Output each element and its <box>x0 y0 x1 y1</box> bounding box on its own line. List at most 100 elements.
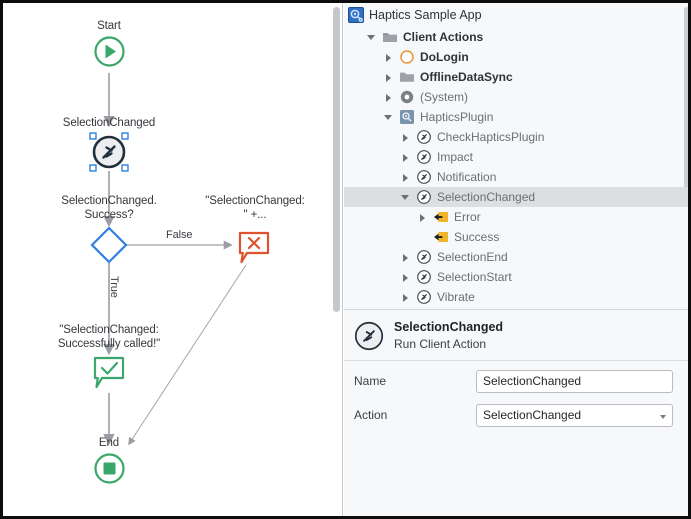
decision-diamond-icon[interactable] <box>89 225 129 265</box>
tree-item-icon <box>433 229 449 245</box>
chevron-right-icon[interactable] <box>399 131 411 143</box>
twisty-spacer <box>416 231 428 243</box>
tree-item-label: SelectionEnd <box>437 250 508 264</box>
chevron-right-icon[interactable] <box>399 151 411 163</box>
tree-item-label: Vibrate <box>437 290 475 304</box>
client-action-icon <box>417 130 431 144</box>
tree-item-impact[interactable]: Impact <box>344 147 688 167</box>
tree-item-label: Client Actions <box>403 30 484 44</box>
tree-item-offlinedatasync[interactable]: OfflineDataSync <box>344 67 688 87</box>
tree-item-system[interactable]: (System) <box>344 87 688 107</box>
client-action-icon <box>417 170 431 184</box>
tree-item-label: Error <box>454 210 481 224</box>
output-arrow-icon <box>434 232 448 242</box>
tree-item-icon <box>416 269 432 285</box>
tree-item-vibrate[interactable]: Vibrate <box>344 287 688 307</box>
client-action-icon <box>417 150 431 164</box>
chevron-down-icon[interactable] <box>365 31 377 43</box>
client-action-icon <box>354 321 384 350</box>
action-label: Action <box>354 408 388 422</box>
tree-item-icon <box>399 69 415 85</box>
tree-item-icon <box>433 209 449 225</box>
tree-item-label: CheckHapticsPlugin <box>437 130 545 144</box>
tree-item-icon <box>399 49 415 65</box>
properties-panel: SelectionChanged Run Client Action Name … <box>344 310 688 516</box>
tree-item-selectionend[interactable]: SelectionEnd <box>344 247 688 267</box>
client-action-icon <box>417 190 431 204</box>
chevron-right-icon[interactable] <box>416 211 428 223</box>
client-action-icon <box>417 250 431 264</box>
tree-item-checkhapticsplugin[interactable]: CheckHapticsPlugin <box>344 127 688 147</box>
tree-item-label: Haptics Sample App <box>369 8 482 22</box>
properties-title: SelectionChanged <box>394 320 504 334</box>
tree-item-icon <box>399 89 415 105</box>
tree-item-hapticsplugin[interactable]: HapticsPlugin <box>344 107 688 127</box>
tree-item-icon <box>416 129 432 145</box>
plugin-icon <box>400 110 414 124</box>
tree-item-label: SelectionStart <box>437 270 512 284</box>
selection-handles[interactable] <box>89 132 129 172</box>
tree-item-icon <box>416 289 432 305</box>
tree-item-icon <box>348 7 364 23</box>
tree-item-icon <box>416 249 432 265</box>
node-label-decision: SelectionChanged. Success? <box>61 195 157 221</box>
chevron-right-icon[interactable] <box>399 171 411 183</box>
chevron-right-icon[interactable] <box>399 251 411 263</box>
tree-item-label: SelectionChanged <box>437 190 536 204</box>
form-row-action: Action SelectionChanged <box>344 401 688 429</box>
tree-item-label: DoLogin <box>420 50 469 64</box>
chevron-right-icon[interactable] <box>399 291 411 303</box>
client-action-icon <box>417 290 431 304</box>
tree-item-icon <box>416 149 432 165</box>
start-play-icon[interactable] <box>93 35 126 68</box>
chevron-right-icon[interactable] <box>382 71 394 83</box>
chevron-right-icon[interactable] <box>399 271 411 283</box>
chevron-down-icon <box>660 414 666 419</box>
chevron-right-icon[interactable] <box>382 91 394 103</box>
tree-item-dologin[interactable]: DoLogin <box>344 47 688 67</box>
tree-item-label: Impact <box>437 150 474 164</box>
edge-label-false: False <box>166 229 193 241</box>
app-module-icon <box>348 7 364 23</box>
tree-item-label: Success <box>454 230 500 244</box>
tree-item-label: Notification <box>437 170 497 184</box>
tree-item-icon <box>382 29 398 45</box>
action-select[interactable]: SelectionChanged <box>476 403 673 427</box>
node-label-start: Start <box>97 20 121 32</box>
flow-connectors <box>103 73 247 446</box>
output-arrow-icon <box>434 212 448 222</box>
system-circle-icon <box>400 90 414 104</box>
tree-item-selectionstart[interactable]: SelectionStart <box>344 267 688 287</box>
tree-item-client-actions[interactable]: Client Actions <box>344 27 688 47</box>
chevron-down-icon[interactable] <box>382 111 394 123</box>
folder-open-icon <box>383 33 397 42</box>
properties-subtitle: Run Client Action <box>394 337 487 351</box>
tree-item-label: HapticsPlugin <box>420 110 494 124</box>
canvas-vertical-scrollbar[interactable] <box>333 7 340 312</box>
flow-canvas[interactable]: Start SelectionChanged SelectionChanged.… <box>3 3 343 516</box>
name-label: Name <box>354 374 387 388</box>
tree-item-success[interactable]: Success <box>344 227 688 247</box>
chevron-right-icon[interactable] <box>382 51 394 63</box>
tree-item-icon <box>416 189 432 205</box>
tree-item-selectionchanged[interactable]: SelectionChanged <box>344 187 688 207</box>
properties-header: SelectionChanged Run Client Action <box>344 310 688 361</box>
form-row-name: Name SelectionChanged <box>344 367 688 395</box>
node-label-success: "SelectionChanged: Successfully called!" <box>57 324 161 350</box>
name-input[interactable]: SelectionChanged <box>476 369 673 393</box>
node-label-error: "SelectionChanged: " +... <box>205 195 305 221</box>
client-action-node-icon[interactable] <box>85 128 133 176</box>
end-stop-icon[interactable] <box>93 452 126 485</box>
tree-item-icon <box>416 169 432 185</box>
tree-item-icon <box>399 109 415 125</box>
error-message-icon[interactable] <box>237 231 271 265</box>
success-message-icon[interactable] <box>92 356 126 390</box>
chevron-down-icon[interactable] <box>399 191 411 203</box>
tree-item-notification[interactable]: Notification <box>344 167 688 187</box>
tree-vertical-scrollbar[interactable] <box>684 7 688 197</box>
tree-item-error[interactable]: Error <box>344 207 688 227</box>
tree-item-haptics-sample-app[interactable]: Haptics Sample App <box>344 3 688 27</box>
